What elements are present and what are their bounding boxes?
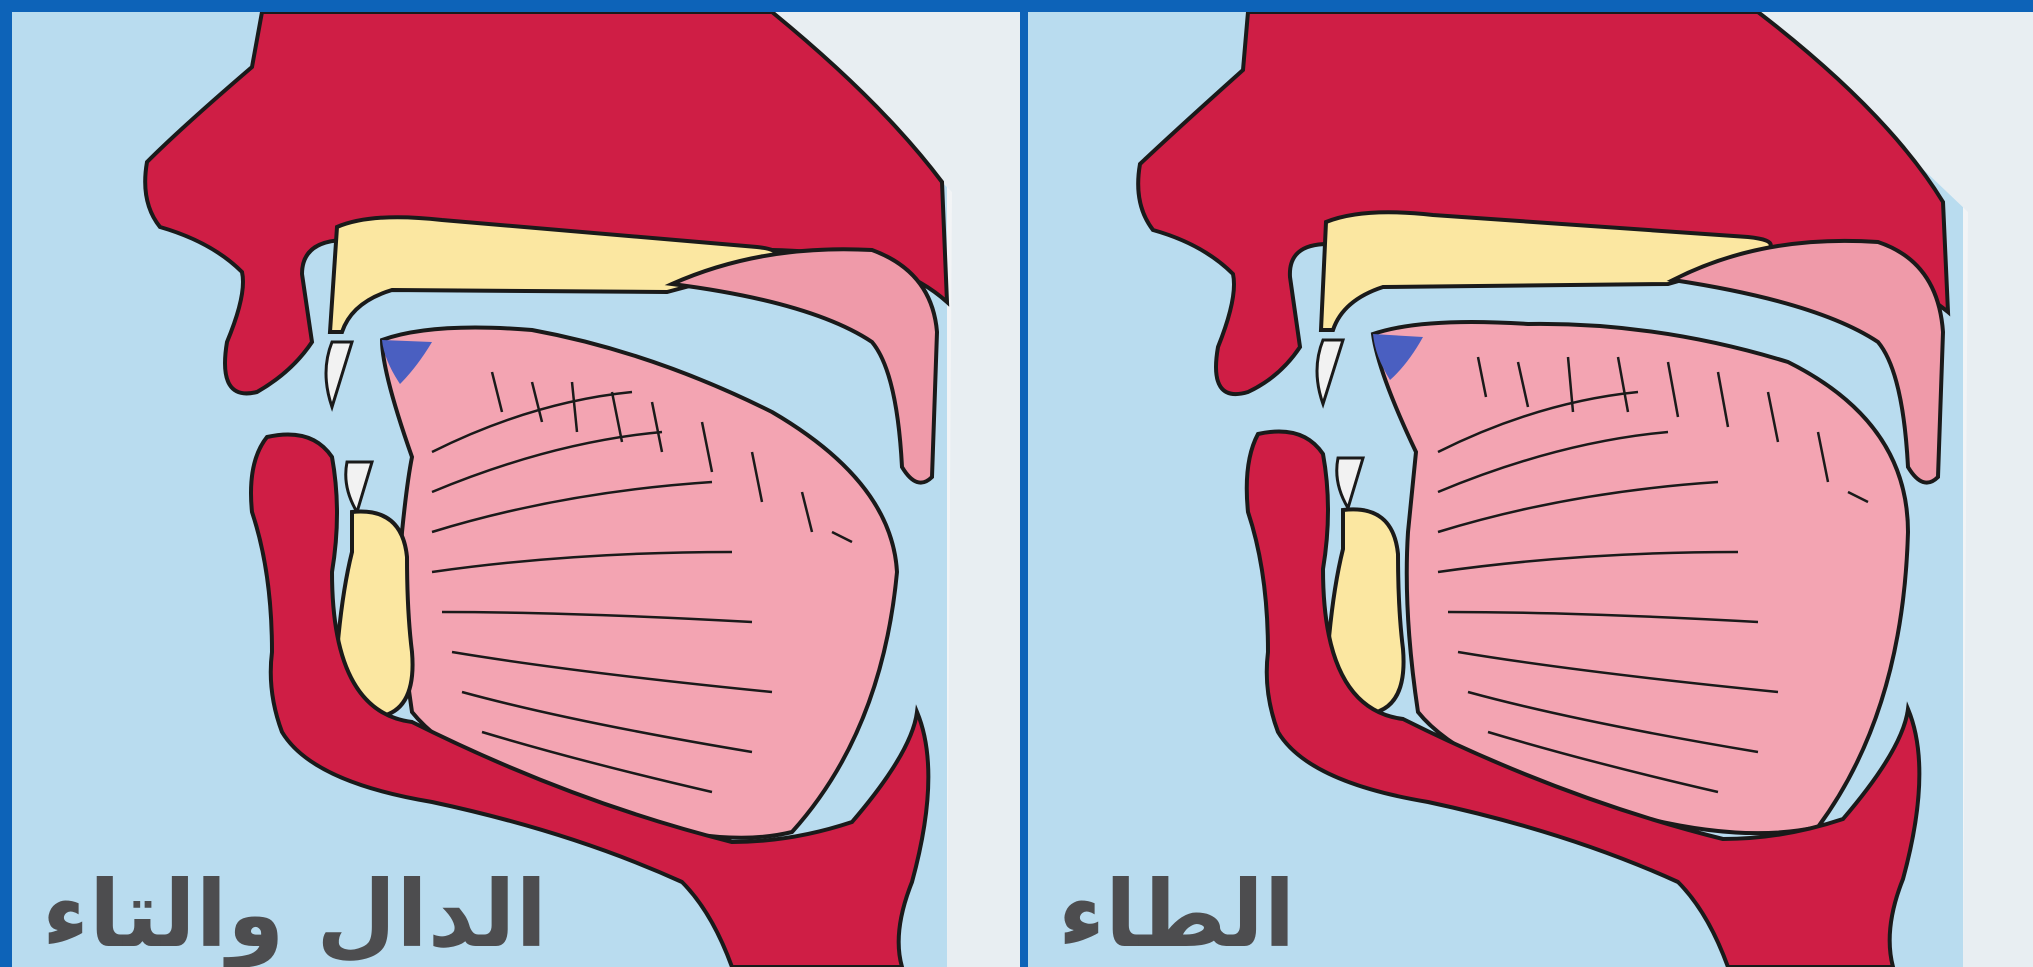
panel-label: الدال والتاء bbox=[42, 869, 547, 961]
diagram-panel-dal-ta: الدال والتاء bbox=[12, 12, 1020, 967]
mouth-cross-section-diagram bbox=[1028, 12, 2033, 967]
diagram-panel-ta-emphatic: الطاء bbox=[1028, 12, 2033, 967]
panel-label: الطاء bbox=[1058, 869, 1295, 961]
mouth-cross-section-diagram bbox=[12, 12, 1020, 967]
